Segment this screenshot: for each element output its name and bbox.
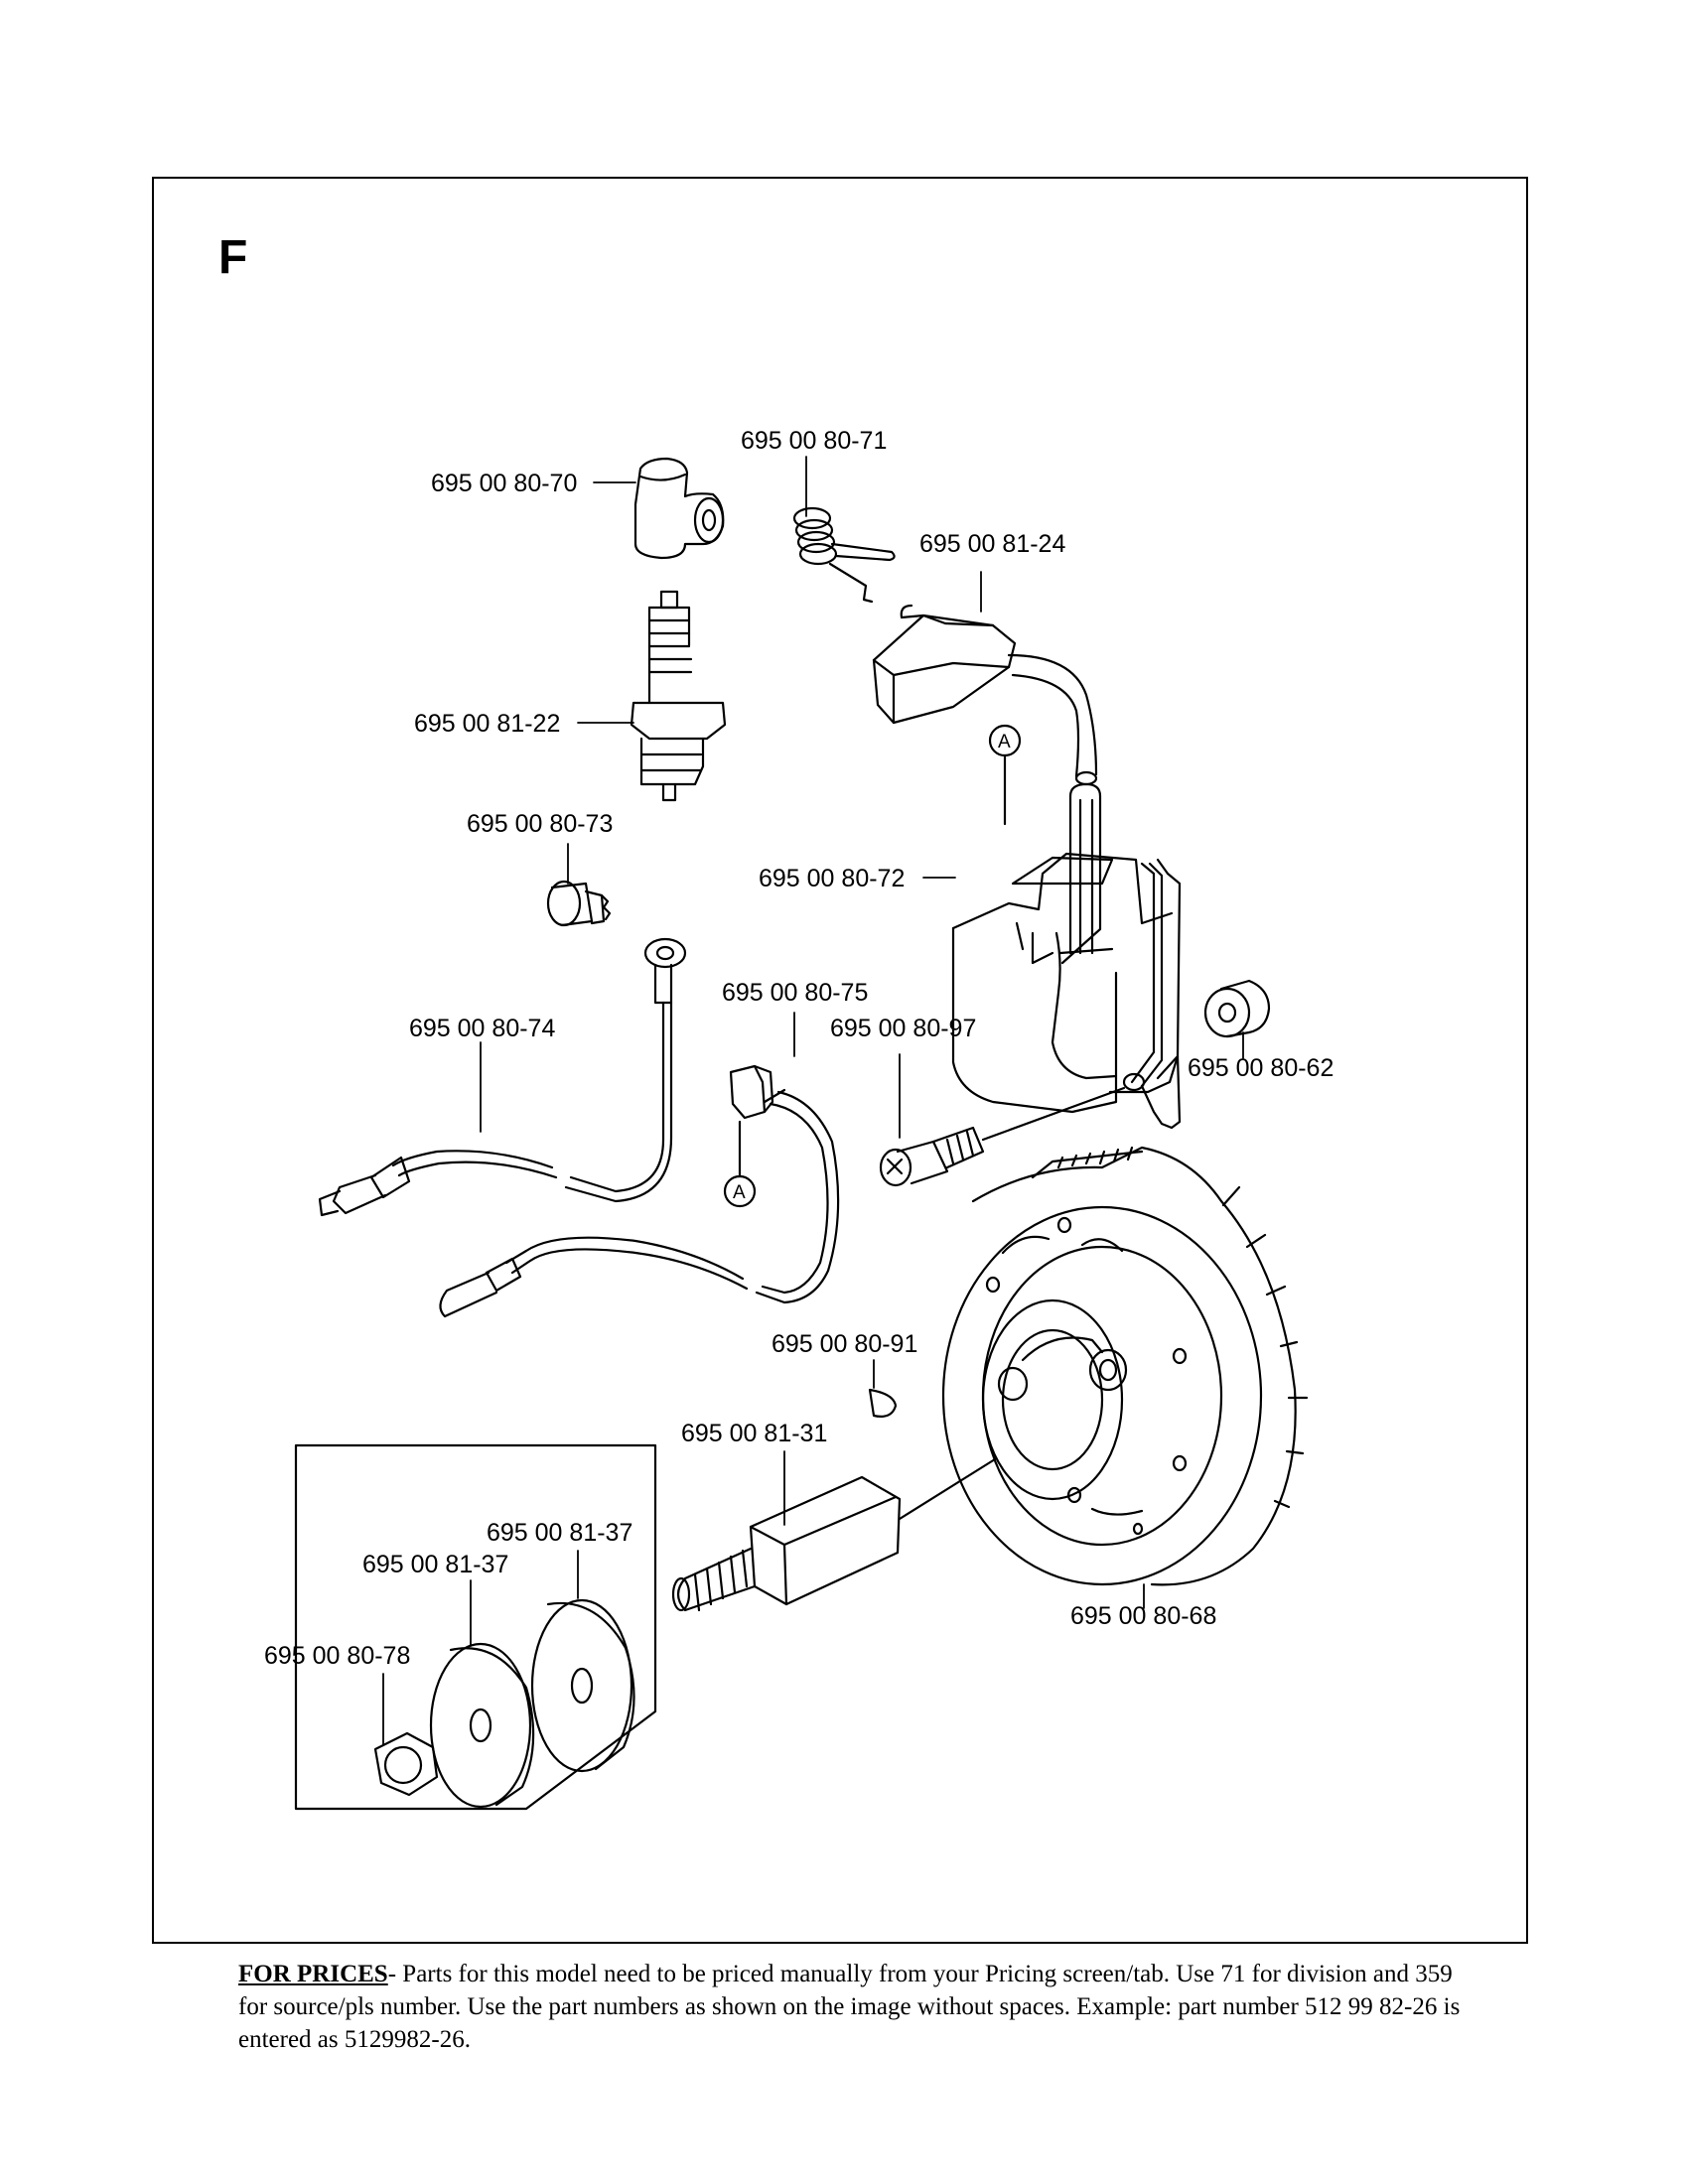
label-washer-inner: 695 00 81-37 xyxy=(362,1551,508,1578)
label-boot: 695 00 80-70 xyxy=(431,470,577,497)
label-spark-plug: 695 00 81-22 xyxy=(414,710,560,738)
label-nut: 695 00 80-78 xyxy=(264,1642,410,1670)
leader-lines xyxy=(382,456,1244,1746)
spark-plug-drawing xyxy=(630,590,727,802)
label-flywheel: 695 00 80-68 xyxy=(1070,1602,1216,1630)
connector-ref-circles xyxy=(723,724,1022,1208)
label-stop-wire-connector: 695 00 80-75 xyxy=(722,979,868,1007)
shaft-drawing xyxy=(671,1457,997,1612)
pricing-note-heading: FOR PRICES xyxy=(238,1961,388,1987)
flywheel-drawing xyxy=(941,1146,1309,1586)
stop-wire-connector-drawing xyxy=(439,1064,840,1318)
washer-inner-drawing xyxy=(429,1642,535,1809)
section-letter: F xyxy=(218,231,248,284)
label-shaft: 695 00 81-31 xyxy=(681,1420,827,1447)
stop-wire-drawing xyxy=(318,1150,558,1217)
hardware-box-drawing xyxy=(294,1443,657,1811)
coil-screw-drawing xyxy=(879,1086,1126,1187)
label-spacer: 695 00 80-62 xyxy=(1188,1054,1333,1082)
nut-drawing xyxy=(373,1731,439,1797)
label-ignition-lead: 695 00 81-24 xyxy=(919,530,1065,558)
label-coil-screw: 695 00 80-97 xyxy=(830,1015,976,1042)
key-drawing xyxy=(868,1388,898,1418)
ignition-lead-drawing xyxy=(872,604,1098,786)
ignition-coil-drawing xyxy=(951,782,1182,1130)
spring-drawing xyxy=(792,506,896,604)
label-stop-wire: 695 00 80-74 xyxy=(409,1015,555,1042)
connector-ref-a-bottom: A xyxy=(733,1182,746,1203)
label-ground-screw: 695 00 80-73 xyxy=(467,810,613,838)
label-ignition-coil: 695 00 80-72 xyxy=(759,865,905,892)
spacer-drawing xyxy=(1203,979,1271,1038)
label-spring: 695 00 80-71 xyxy=(741,427,887,455)
spark-plug-boot-drawing xyxy=(633,457,725,560)
pricing-note: FOR PRICES- Parts for this model need to… xyxy=(238,1958,1479,2056)
connector-ref-a-top: A xyxy=(998,732,1011,752)
ground-wire-drawing xyxy=(564,937,687,1203)
label-washer-outer: 695 00 81-37 xyxy=(487,1519,632,1547)
label-key: 695 00 80-91 xyxy=(772,1330,917,1358)
washer-outer-drawing xyxy=(530,1598,635,1773)
pricing-note-body: - Parts for this model need to be priced… xyxy=(238,1961,1461,2053)
ground-screw-drawing xyxy=(546,880,612,927)
diagram-frame xyxy=(152,177,1528,1944)
